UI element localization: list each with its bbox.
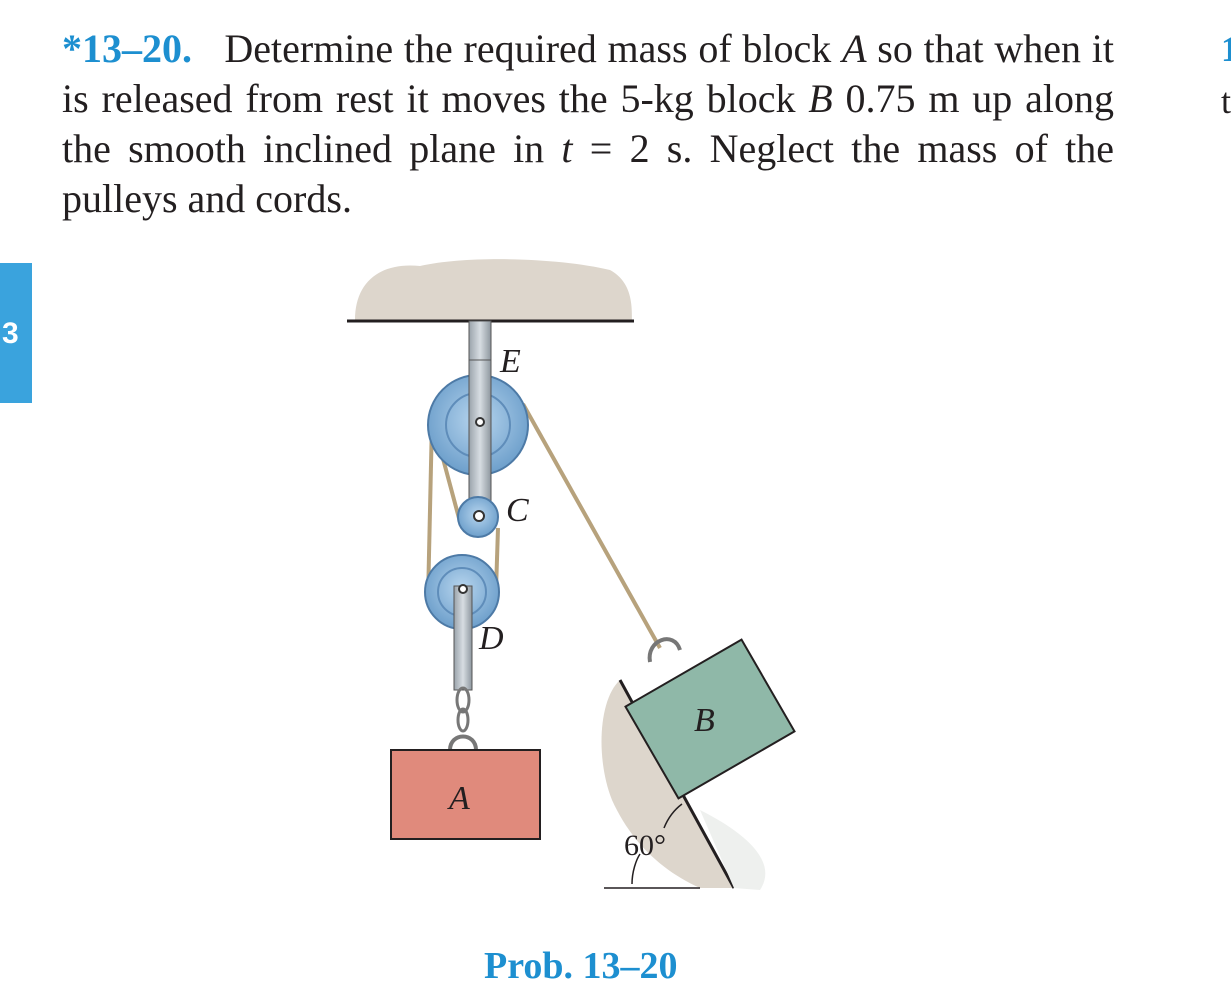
problem-text-1: Determine the required mass of block [224,26,843,71]
var-t: t [561,126,573,171]
chapter-tab-number: 3 [2,317,19,350]
figure-caption: Prob. 13–20 [484,945,678,987]
next-column-fragment-1: 1 [1221,29,1231,69]
label-b: B [694,702,715,739]
chain-link-2 [456,707,470,733]
next-column-fragment-2: t [1221,81,1231,121]
rope-left-outer [426,419,434,601]
var-a: A [842,26,867,71]
problem-text-3: 0.75 m up along the smooth inclined plan… [62,76,1114,171]
incline-mist [700,810,766,890]
problem-text-4: = 2 s. Neglect the mass of the pulleys a… [62,126,1114,221]
incline-fill [601,680,734,888]
pulley-c-axle [473,510,485,522]
angle-arc [631,853,641,885]
ceiling-fill [355,259,632,320]
label-c: C [506,492,529,529]
var-b: B [808,76,833,121]
label-e: E [499,343,521,380]
block-b [624,638,796,800]
pulley-d-axle [458,584,468,594]
label-a: A [447,780,470,817]
hook-b [647,637,682,663]
rope-to-b [521,403,662,649]
problem-statement: *13–20. Determine the required mass of b… [62,24,1114,224]
block-b-group [624,638,796,800]
chapter-tab: 3 [0,263,32,403]
angle-label: 60° [624,829,666,862]
problem-number: *13–20. [62,26,192,71]
rod-d [453,585,473,691]
hook-a [448,734,478,751]
chain-link-1 [455,686,471,714]
rod-e-front [468,359,492,521]
pulley-e-axle [475,417,485,427]
problem-text-2: so that when it is released from rest it… [62,26,1114,121]
angle-arc-2 [663,803,683,829]
label-d: D [478,620,504,657]
block-a [390,749,541,840]
